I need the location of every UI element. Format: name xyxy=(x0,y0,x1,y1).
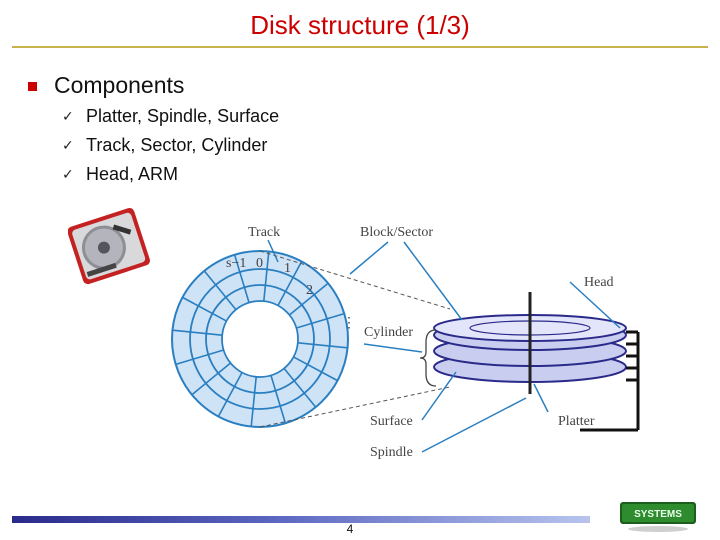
sector-divider xyxy=(283,367,317,408)
sector-divider xyxy=(270,375,287,424)
sector-divider xyxy=(217,372,243,417)
logo-text: SYSTEMS xyxy=(634,509,682,520)
sector-divider xyxy=(262,251,270,302)
label-cylinder: Cylinder xyxy=(364,325,413,340)
sector-divider xyxy=(233,254,250,303)
hard-disk-image xyxy=(68,208,150,285)
sector-divider xyxy=(288,282,329,316)
slide-title: Disk structure (1/3) xyxy=(250,10,470,40)
label-surface: Surface xyxy=(370,414,413,429)
label-head: Head xyxy=(584,275,614,290)
arm-assembly xyxy=(580,330,640,432)
sector-divider xyxy=(175,349,224,366)
label-block-sector: Block/Sector xyxy=(360,225,433,240)
sector-divider xyxy=(172,329,223,337)
platter-stack xyxy=(433,292,627,394)
checkmark-icon: ✓ xyxy=(62,138,74,154)
sector-label: 0 xyxy=(256,256,263,271)
logo-image: SYSTEMS xyxy=(620,502,696,532)
sub-bullet-text: Platter, Spindle, Surface xyxy=(86,106,280,126)
sector-divider xyxy=(250,376,258,427)
sub-bullet-text: Head, ARM xyxy=(86,164,179,184)
sub-bullet-text: Track, Sector, Cylinder xyxy=(86,135,268,155)
sector-label: s−1 xyxy=(226,256,246,271)
sector-divider xyxy=(182,296,227,322)
checkmark-icon: ✓ xyxy=(62,167,74,183)
sector-divider xyxy=(203,270,237,311)
label-spindle: Spindle xyxy=(370,445,413,460)
page-number: 4 xyxy=(346,522,354,536)
footer-bar xyxy=(12,516,590,523)
sector-divider xyxy=(296,312,345,329)
disk-structure-diagram: ⋮ s−1 0 1 2 Track Block/Sector Head Cyli… xyxy=(171,225,640,460)
platter-top-view xyxy=(171,250,349,428)
checkmark-icon: ✓ xyxy=(62,109,74,125)
sector-divider xyxy=(293,356,338,382)
sector-divider xyxy=(297,341,348,349)
sector-label: 1 xyxy=(284,261,291,276)
square-bullet-icon xyxy=(28,82,37,91)
title-divider xyxy=(12,46,708,48)
label-track: Track xyxy=(248,225,280,240)
sector-divider xyxy=(191,362,232,396)
label-platter: Platter xyxy=(558,414,595,429)
sector-label: 2 xyxy=(306,283,313,298)
sector-divider xyxy=(277,261,303,306)
bullet-text: Components xyxy=(54,72,185,98)
sector-ellipsis: ⋮ xyxy=(342,316,356,331)
